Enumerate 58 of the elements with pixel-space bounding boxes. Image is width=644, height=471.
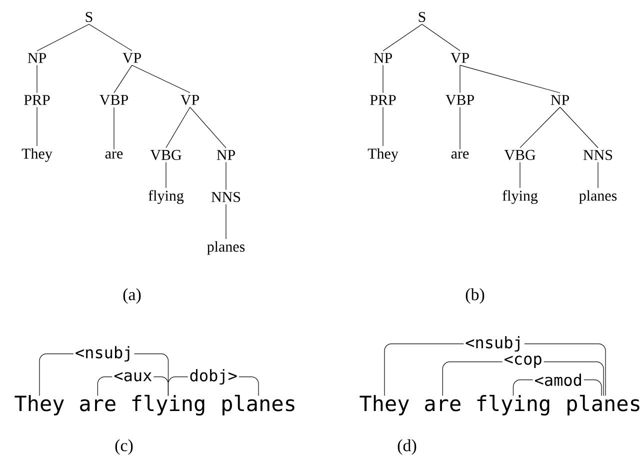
tree-node-label: S bbox=[418, 12, 426, 22]
edge-label: <nsubj bbox=[73, 344, 134, 364]
tree-node-label: S bbox=[86, 12, 92, 22]
tree-node-label: VBG bbox=[150, 150, 182, 160]
tree-node-label: VP bbox=[180, 94, 199, 106]
word: planes bbox=[568, 394, 640, 416]
word: They bbox=[360, 395, 409, 416]
tree-node-label: PRP bbox=[370, 95, 396, 105]
edge-label: <amod bbox=[532, 372, 584, 388]
word: They bbox=[14, 395, 64, 416]
tree-node-label: VP bbox=[450, 52, 469, 64]
tree-branch bbox=[36, 106, 38, 146]
edge-label: dobj> bbox=[188, 368, 239, 386]
tree-branch bbox=[190, 106, 226, 148]
tree-node-label: are bbox=[451, 151, 469, 159]
tree-branch bbox=[520, 106, 560, 148]
tree-branch bbox=[422, 24, 460, 52]
tree-node-label: VBG bbox=[504, 150, 536, 160]
tree-branch bbox=[88, 24, 132, 52]
word: are bbox=[425, 399, 460, 412]
tree-node-label: planes bbox=[579, 190, 617, 204]
tree-branch bbox=[382, 24, 422, 52]
tree-node-label: NNS bbox=[211, 192, 240, 202]
subfigure-label: (c) bbox=[115, 439, 133, 455]
tree-branch bbox=[132, 64, 190, 94]
word: planes bbox=[222, 394, 294, 416]
subfigure-label: (a) bbox=[123, 288, 141, 304]
word: flying bbox=[477, 394, 550, 416]
subfigure-label: (b) bbox=[466, 288, 484, 304]
tree-node-label: VP bbox=[122, 52, 141, 64]
tree-node-label: VBP bbox=[446, 94, 474, 106]
tree-node-label: They bbox=[368, 148, 398, 162]
tree-node-label: flying bbox=[148, 190, 184, 204]
tree-branch bbox=[460, 64, 560, 94]
tree-node-label: VBP bbox=[100, 94, 128, 106]
word: are bbox=[80, 399, 116, 412]
tree-node-label: flying bbox=[502, 190, 538, 204]
tree-node-label: NNS bbox=[583, 150, 612, 160]
tree-branch bbox=[166, 106, 190, 148]
tree-node-label: NP bbox=[28, 53, 46, 63]
tree-node-label: PRP bbox=[24, 95, 50, 105]
tree-branch bbox=[382, 106, 384, 146]
tree-branch bbox=[114, 64, 132, 94]
subfigure-label: (d) bbox=[398, 439, 416, 455]
tree-branch bbox=[560, 106, 598, 148]
tree-branch bbox=[36, 24, 90, 52]
word: flying bbox=[132, 394, 204, 416]
tree-node-label: NP bbox=[550, 95, 569, 105]
tree-node-label: NP bbox=[374, 53, 392, 63]
edge-label: <aux bbox=[112, 370, 154, 383]
edge-label: <cop bbox=[502, 354, 544, 370]
tree-branch bbox=[36, 64, 38, 94]
tree-branch bbox=[382, 64, 384, 94]
tree-node-label: are bbox=[105, 151, 123, 159]
tree-node-label: NP bbox=[216, 150, 235, 160]
tree-node-label: planes bbox=[207, 241, 245, 255]
edge-label: <nsubj bbox=[464, 334, 524, 354]
tree-node-label: They bbox=[22, 148, 52, 162]
